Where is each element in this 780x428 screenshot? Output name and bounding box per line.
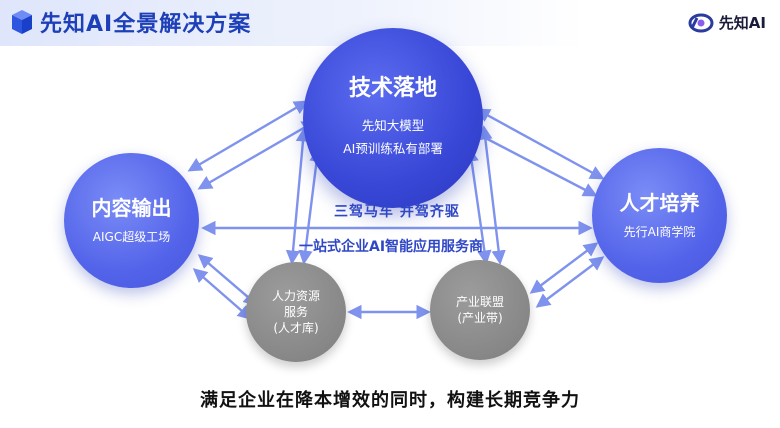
brand-logo-icon [688, 13, 714, 32]
arrow-tech-hr-2 [298, 147, 324, 265]
arrow-tech-alliance-1 [478, 125, 506, 265]
page-title: 先知AI全景解决方案 [40, 12, 252, 37]
node-hr-line-2: 服务 [283, 304, 308, 319]
node-talent-training: 人才培养 先行AI商学院 [592, 148, 727, 283]
arrow-talent-alliance-2 [535, 256, 605, 308]
bottom-slogan: 满足企业在降本增效的同时，构建长期竞争力 [200, 390, 580, 411]
node-content-sub: AIGC超级工场 [92, 229, 171, 244]
node-alliance-line-2: (产业带) [457, 311, 503, 325]
node-talent-title: 人才培养 [619, 190, 700, 215]
center-text-line-2: 一站式企业AI智能应用服务商 [299, 239, 484, 255]
arrow-content-hr-1 [192, 268, 253, 320]
node-content-title: 内容输出 [91, 195, 172, 220]
node-hr-services: 人力资源 服务 (人才库) [246, 262, 346, 362]
brand: 先知AI [688, 12, 766, 33]
node-tech-sub: 先知大模型 AI预训练私有部署 [343, 114, 443, 160]
node-industry-alliance: 产业联盟 (产业带) [430, 260, 530, 360]
node-tech-title: 技术落地 [348, 75, 437, 101]
arrow-tech-alliance-2 [464, 147, 492, 265]
node-talent-sub: 先行AI商学院 [623, 224, 696, 239]
center-text-line-1: 三驾马车 并驾齐驱 [334, 204, 460, 220]
arrow-content-hr-2 [197, 254, 259, 306]
node-alliance-line-1: 产业联盟 [455, 294, 504, 309]
node-hr-line-1: 人力资源 [271, 288, 320, 303]
node-tech-line-2: AI预训练私有部署 [343, 141, 443, 157]
node-tech-line-1: 先知大模型 [361, 118, 425, 134]
node-content-output: 内容输出 AIGC超级工场 [64, 153, 199, 288]
node-hr-line-3: (人才库) [273, 321, 319, 336]
cube-icon [12, 10, 32, 34]
arrow-talent-alliance-1 [529, 242, 599, 294]
brand-name: 先知AI [718, 14, 766, 32]
node-tech-landing: 技术落地 先知大模型 AI预训练私有部署 [303, 28, 483, 208]
